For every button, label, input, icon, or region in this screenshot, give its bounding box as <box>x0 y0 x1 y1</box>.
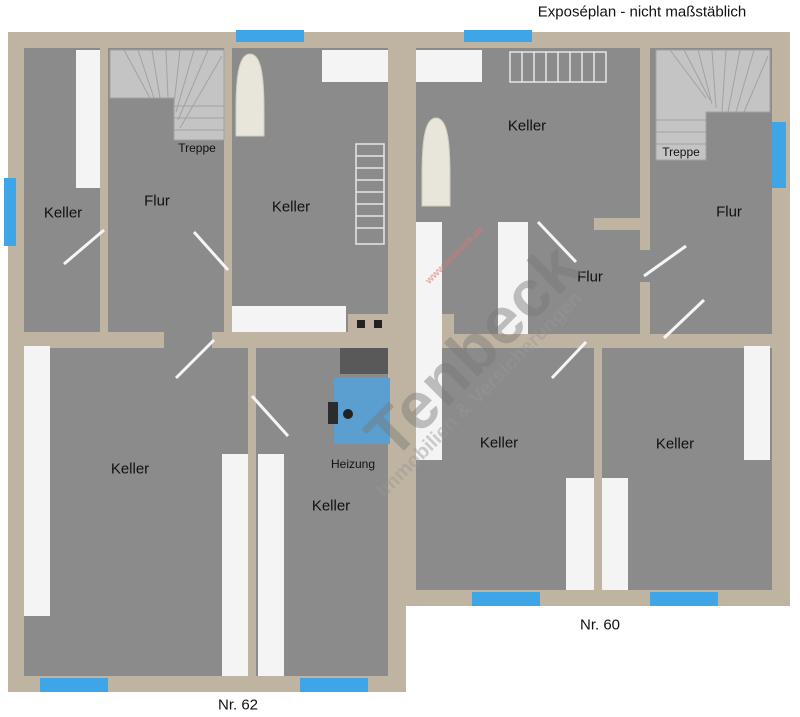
door-2 <box>192 230 230 272</box>
window-4 <box>300 678 368 692</box>
wall-int-12 <box>416 334 540 348</box>
wall-int-1 <box>100 48 108 228</box>
drying-racks <box>355 51 607 245</box>
doors <box>63 220 706 438</box>
window-3 <box>40 678 108 692</box>
page-title: Exposéplan - nicht maßstäblich <box>537 3 747 21</box>
shelf-1 <box>76 50 100 188</box>
shelf-5 <box>222 454 248 676</box>
wall-int-11 <box>640 282 650 334</box>
shelf-6 <box>258 454 284 676</box>
boiler <box>334 378 390 444</box>
chimney-left-flue-1 <box>357 320 365 328</box>
staircase-left-steps <box>123 49 224 131</box>
house-label-nr60: Nr. 60 <box>579 616 621 634</box>
floor-corridor-right <box>416 230 772 334</box>
room-label-flur-mid-right: Flur <box>577 268 603 286</box>
room-label-flur-left: Flur <box>144 192 170 210</box>
door-3 <box>174 338 216 380</box>
chimney-left <box>348 314 394 336</box>
drying-rack-left-bars <box>356 155 384 229</box>
wall-int-5 <box>8 332 164 348</box>
chimney-left-flue-2 <box>374 320 382 328</box>
room-label-flur-upper-right: Flur <box>716 203 742 221</box>
wall-int-2 <box>100 282 108 332</box>
door-4 <box>536 220 578 264</box>
staircase-right-steps <box>656 49 769 145</box>
wall-int-17 <box>640 230 650 250</box>
floor-keller-big-left <box>24 348 248 676</box>
boiler-panel <box>328 402 338 424</box>
shelf-7 <box>416 50 482 82</box>
door-8 <box>250 394 290 438</box>
floor-keller-lower-right-right <box>602 348 772 590</box>
shelf-2 <box>322 50 388 82</box>
room-label-keller-small-left: Keller <box>43 204 83 222</box>
drying-rack-right-bars <box>521 52 595 82</box>
shelf-3 <box>232 306 346 332</box>
wall-int-9 <box>640 48 650 230</box>
floor-keller-lower-right-left <box>416 348 594 590</box>
wall-int-14 <box>718 334 790 348</box>
door-7 <box>550 340 588 380</box>
wall-int-3 <box>224 48 232 214</box>
drying-rack-left <box>355 143 385 245</box>
window-2 <box>4 178 16 246</box>
boiler-top <box>340 348 388 374</box>
door-6 <box>662 298 706 340</box>
wall-int-4 <box>224 270 232 332</box>
wall-int-13 <box>588 334 664 348</box>
room-label-keller-big-left: Keller <box>110 460 150 478</box>
shelf-9 <box>498 222 528 334</box>
room-label-keller-upper-left: Keller <box>271 198 311 216</box>
room-label-treppe-left: Treppe <box>178 141 216 155</box>
door-5 <box>643 244 687 278</box>
shelf-8 <box>416 222 442 460</box>
room-label-keller-upper-right: Keller <box>507 117 547 135</box>
window-5 <box>464 30 532 42</box>
room-label-treppe-right: Treppe <box>662 145 700 159</box>
window-6 <box>772 122 786 188</box>
shelf-4 <box>24 346 50 616</box>
room-label-keller-lower-right-right: Keller <box>655 435 695 453</box>
shelf-11 <box>566 478 594 590</box>
house-label-nr62: Nr. 62 <box>217 696 259 714</box>
room-label-keller-lower-right-left: Keller <box>479 434 519 452</box>
door-1 <box>63 228 105 266</box>
shelf-12 <box>602 478 628 590</box>
room-label-heizung: Heizung <box>330 457 376 471</box>
staircases <box>109 49 771 161</box>
window-1 <box>236 30 304 42</box>
wall-int-10 <box>594 218 650 230</box>
heating-unit <box>328 348 390 444</box>
window-7 <box>472 592 540 606</box>
wall-int-8 <box>248 444 256 676</box>
windows <box>4 30 786 692</box>
furniture <box>24 50 770 676</box>
shelf-10 <box>744 346 770 460</box>
room-label-keller-lower-left: Keller <box>311 497 351 515</box>
boiler-gauge <box>343 409 353 419</box>
wall-int-7 <box>248 348 256 394</box>
wall-int-15 <box>594 348 602 590</box>
ironing-board-left <box>235 53 265 137</box>
window-8 <box>650 592 718 606</box>
ironing-board-right <box>421 117 451 207</box>
ironing-boards <box>235 53 451 207</box>
